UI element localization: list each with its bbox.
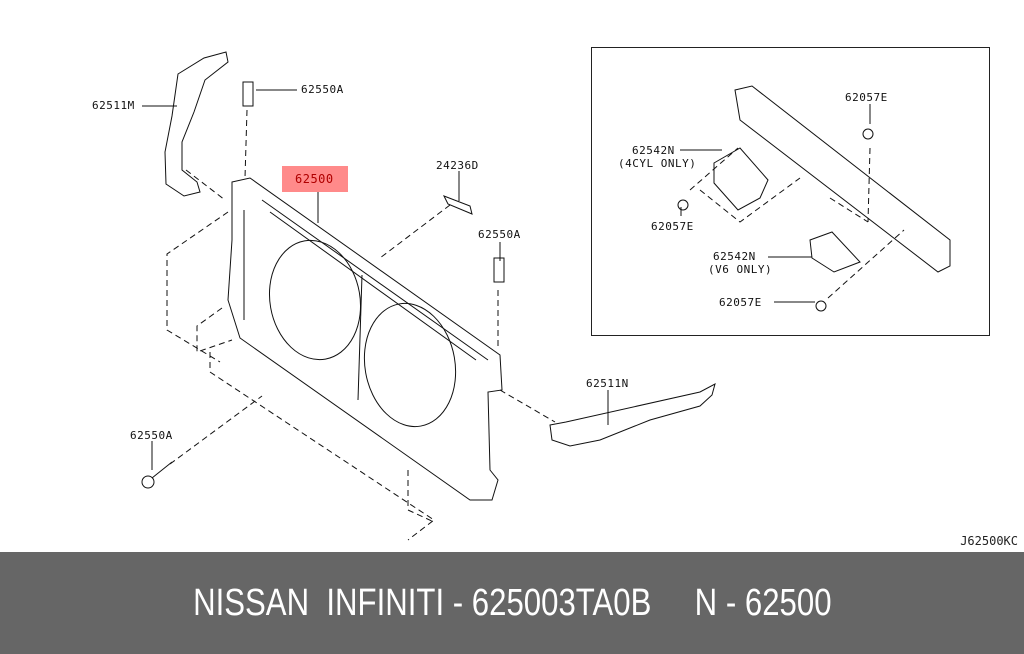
callout-62511N: 62511N (586, 377, 629, 390)
inset-callout-62057E-bottom: 62057E (719, 296, 762, 309)
inset-callout-62542N-4cyl: 62542N (632, 144, 675, 157)
callout-62550A-right: 62550A (478, 228, 521, 241)
callout-62550A-bottom: 62550A (130, 429, 173, 442)
inset-callout-62542N-v6: 62542N (713, 250, 756, 263)
callout-62550A-top: 62550A (301, 83, 344, 96)
callout-62511M: 62511M (92, 99, 135, 112)
diagram-code: J62500KC (960, 534, 1018, 548)
inset-callout-62057E-top: 62057E (845, 91, 888, 104)
inset-note-v6-only: (V6 ONLY) (708, 263, 773, 276)
diagram-drawing (141, 51, 951, 541)
inset-callout-62057E-left: 62057E (651, 220, 694, 233)
footer-banner: NISSAN INFINITI - 625003TA0B N - 62500 (0, 552, 1024, 654)
main-part-highlight (282, 166, 348, 192)
callout-24236D: 24236D (436, 159, 479, 172)
inset-detail-box (591, 47, 990, 336)
footer-part-info: NISSAN INFINITI - 625003TA0B N - 62500 (192, 581, 832, 624)
callout-62500-main: 62500 (295, 172, 334, 186)
inset-note-4cyl-only: (4CYL ONLY) (618, 157, 697, 170)
parts-diagram: 62511M 62550A 62500 24236D 62550A 62550A… (92, 47, 1018, 548)
